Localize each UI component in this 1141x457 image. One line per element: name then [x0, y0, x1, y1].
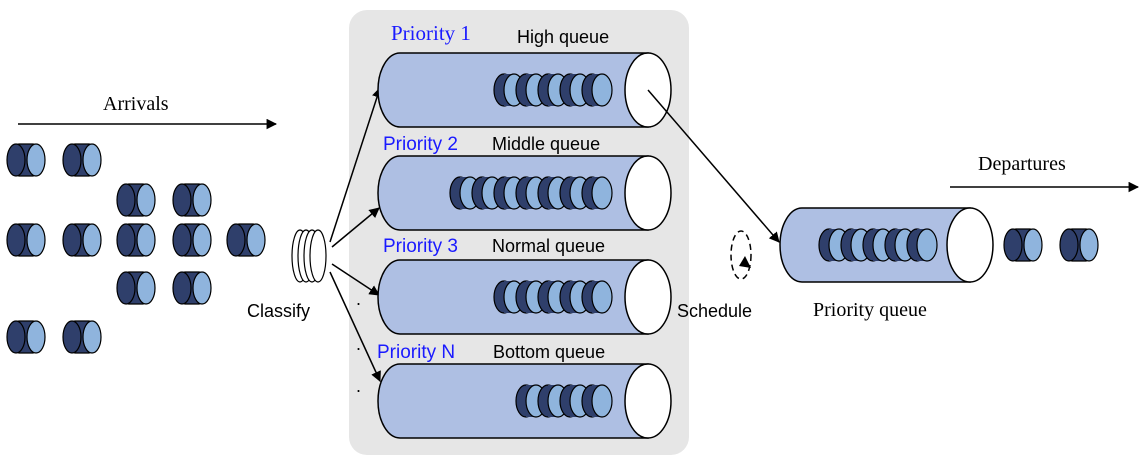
arrival-packet-icon	[62, 320, 102, 354]
queue-pipe-end-3	[624, 259, 672, 335]
queue-label-4: Bottom queue	[493, 342, 605, 362]
departure-packet-icon	[1003, 228, 1043, 262]
priority-label-1: Priority 1	[391, 21, 471, 45]
queue-label-3: Normal queue	[492, 236, 605, 256]
arrivals-label: Arrivals	[103, 93, 169, 115]
ellipsis-dot-3: .	[356, 376, 361, 396]
queued-packet	[449, 176, 481, 210]
departures-label: Departures	[978, 153, 1066, 175]
arrival-packet-icon	[172, 183, 212, 217]
schedule-arrow	[647, 89, 780, 243]
schedule-label: Schedule	[677, 301, 752, 321]
priority-queue-pipe	[779, 207, 994, 283]
arrival-packet-icon	[62, 143, 102, 177]
queued-packet	[581, 280, 613, 314]
queued-packet	[906, 228, 938, 262]
queue-pipe-end-4	[624, 363, 672, 439]
queued-packet	[581, 384, 613, 418]
queue-packets-2	[449, 176, 613, 210]
arrival-packets	[6, 143, 266, 354]
priority-queue-packets	[818, 228, 938, 262]
ellipsis-dot-2: .	[356, 334, 361, 354]
priority-queue-end	[946, 207, 994, 283]
priority-label-4: Priority N	[377, 342, 455, 363]
arrival-packet-icon	[6, 143, 46, 177]
departure-packet-icon	[1059, 228, 1099, 262]
classifier-icon	[291, 229, 327, 283]
queue-packets-1	[493, 73, 613, 107]
arrival-packet-icon	[172, 223, 212, 257]
queue-packets-3	[493, 280, 613, 314]
arrival-packet-icon	[6, 223, 46, 257]
priority-queue-label: Priority queue	[813, 299, 927, 321]
departure-packets	[1003, 228, 1099, 262]
arrival-packet-icon	[116, 223, 156, 257]
queue-pipe-4	[377, 363, 649, 439]
arrival-packet-icon	[116, 271, 156, 305]
ellipsis-dot-1: .	[356, 289, 361, 309]
priority-label-3: Priority 3	[383, 236, 458, 257]
queue-label-2: Middle queue	[492, 134, 600, 154]
classify-arrow-3	[331, 263, 380, 296]
arrival-packet-icon	[6, 320, 46, 354]
schedule-rotate-icon	[730, 230, 752, 280]
classify-arrow-2	[331, 207, 380, 248]
queues-group	[377, 52, 672, 439]
classify-arrow-1	[329, 87, 383, 243]
arrival-packet-icon	[116, 183, 156, 217]
classify-arrow-4	[329, 271, 381, 382]
arrival-packet-icon	[62, 223, 102, 257]
schedule-rotate-arrowhead	[739, 256, 751, 268]
queue-pipe-end-2	[624, 155, 672, 231]
queued-packet	[581, 176, 613, 210]
classify-label: Classify	[247, 301, 310, 321]
queued-packet	[581, 73, 613, 107]
queue-packets-4	[515, 384, 613, 418]
arrival-packet-icon	[172, 271, 212, 305]
priority-label-2: Priority 2	[383, 134, 458, 155]
queue-label-1: High queue	[517, 27, 609, 47]
arrival-packet-icon	[226, 223, 266, 257]
queued-packet	[493, 73, 525, 107]
